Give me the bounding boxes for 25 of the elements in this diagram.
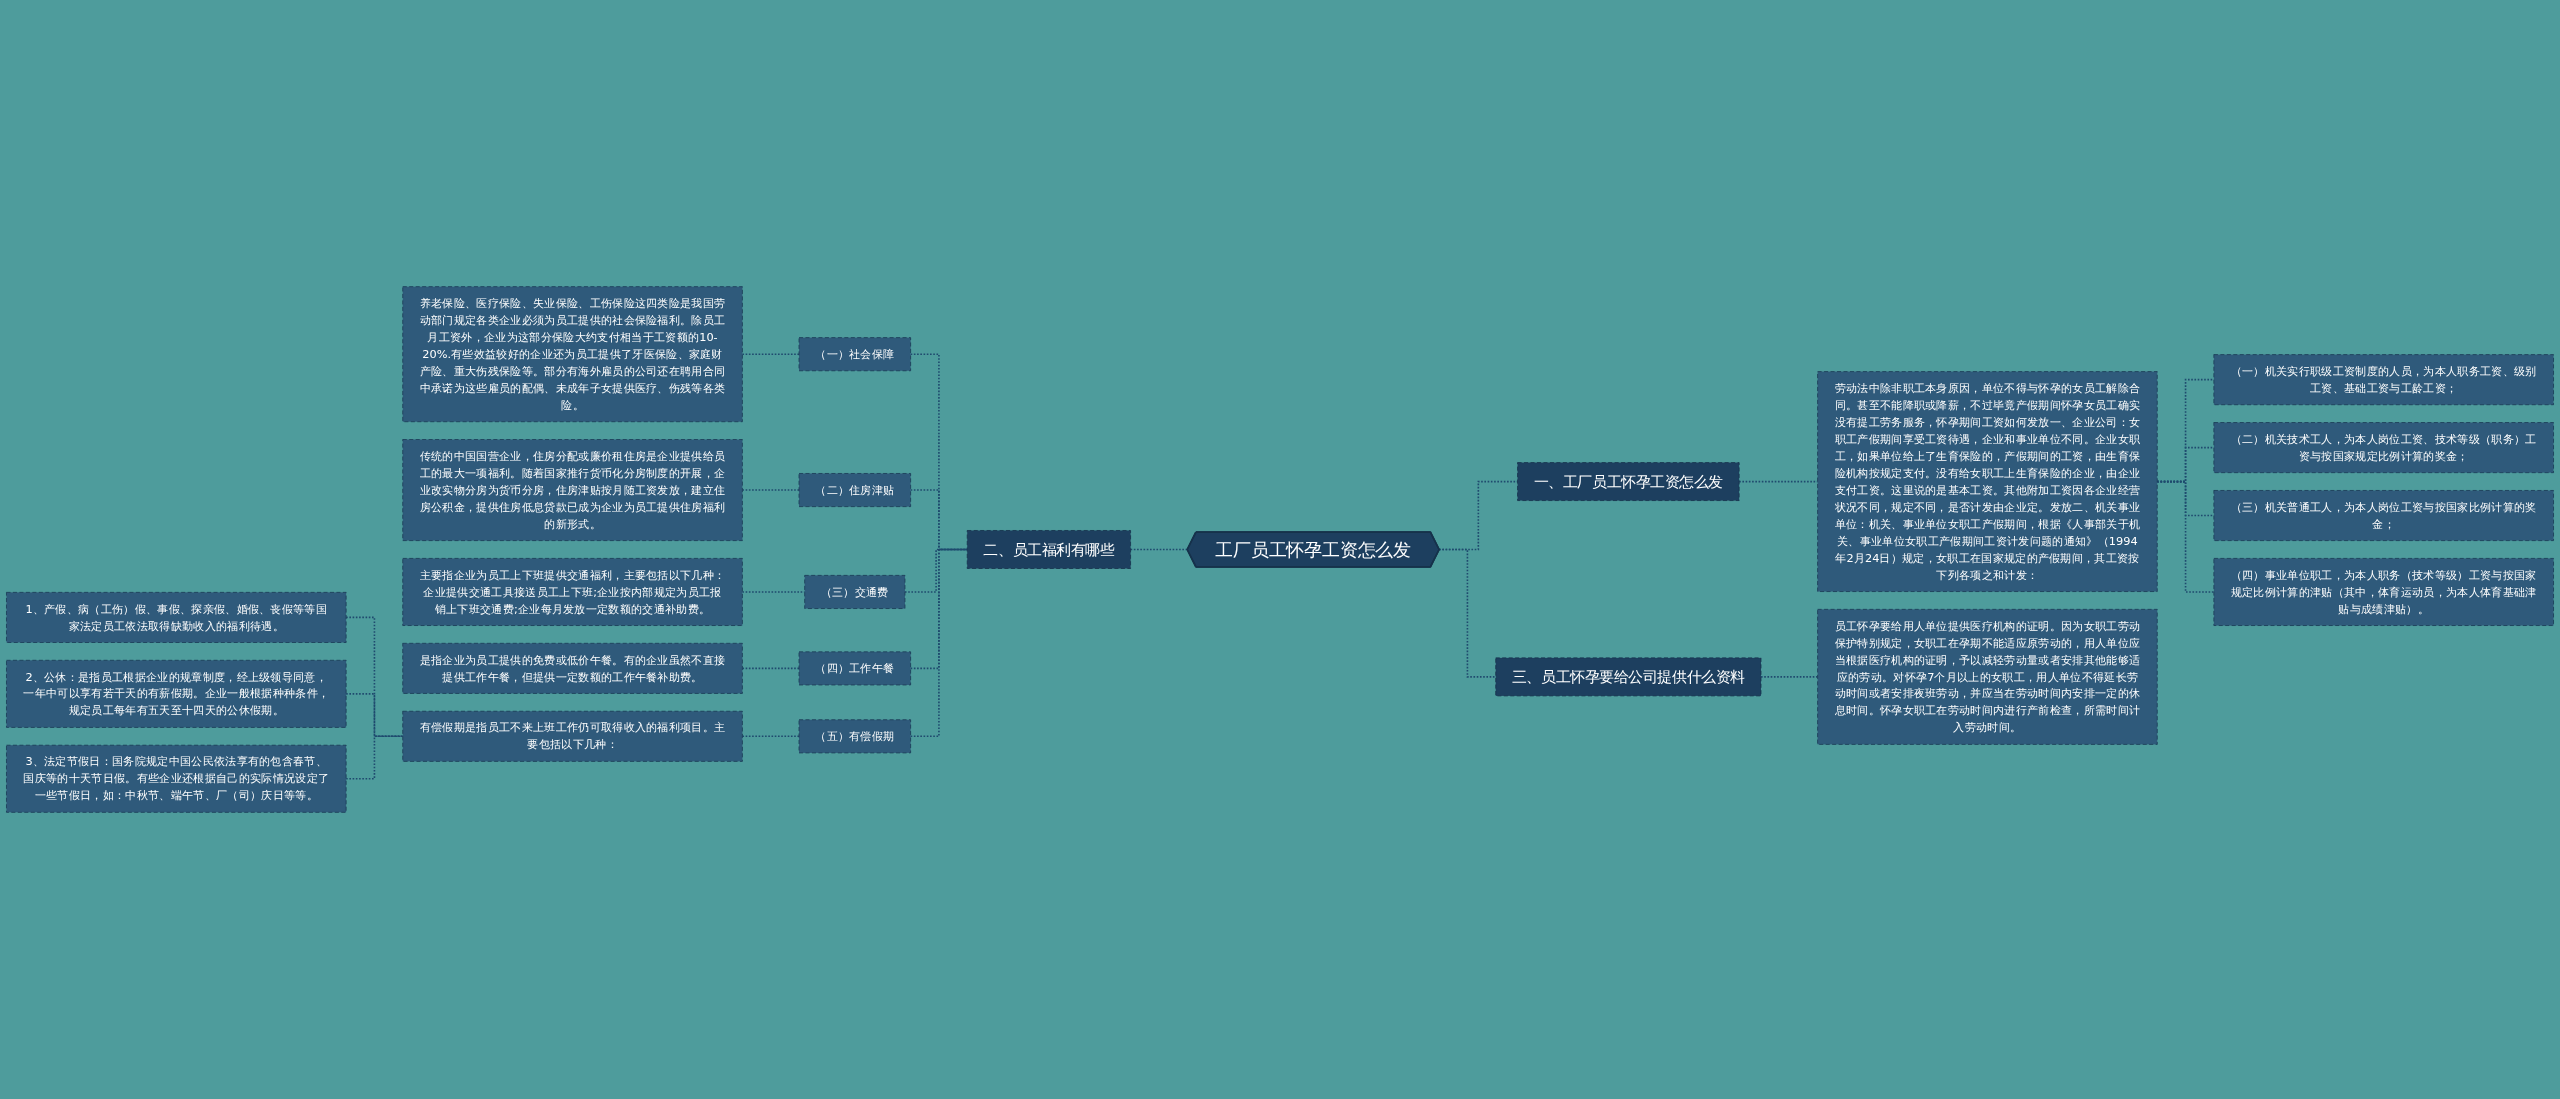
- node-box: 传统的中国国营企业，住房分配或廉价租住房是企业提供给员工的最大一项福利。随着国家推行货币化分房制度的开展，企业改实物分房为货币分房，住房津贴按月随工资发放，建立住房公积金，提供住房低息贷款已成为企业为员工提供住房福利的新形式。: [402, 439, 743, 541]
- node-box: （四）事业单位职工，为本人职务（技术等级）工资与按国家规定比例计算的津贴（其中，体育运动员，为本人体育基础津贴与成绩津贴）。: [2213, 558, 2554, 626]
- node-box: 一、工厂员工怀孕工资怎么发: [1517, 462, 1740, 501]
- node-box: 2、公休：是指员工根据企业的规章制度，经上级领导同意，一年中可以享有若干天的有薪假期。企业一般根据种种条件，规定员工每年有五天至十四天的公休假期。: [6, 659, 347, 728]
- node-box: （一）机关实行职级工资制度的人员，为本人职务工资、级别工资、基础工资与工龄工资；: [2213, 354, 2554, 406]
- node-box: 3、法定节假日：国务院规定中国公民依法享有的包含春节、国庆等的十天节日假。有些企业还根据自己的实际情况设定了一些节假日，如：中秋节、端午节、厂（司）庆日等等。: [6, 744, 347, 813]
- connector: [909, 353, 969, 551]
- node-box: 有偿假期是指员工不来上班工作仍可取得收入的福利项目。主要包括以下几种：: [402, 710, 743, 762]
- node-box: 养老保险、医疗保险、失业保险、工伤保险这四类险是我国劳动部门规定各类企业必须为员工提供的社会保险福利。除员工月工资外，企业为这部分保险大约支付相当于工资额的10-20%.有些效益较好的企业还为员工提供了牙医保险、家庭财产险、重大伤残保险等。部分有海外雇员的公司还在聘用合同中承诺为这些雇员的配偶、未成年子女提供医疗、伤残等各类险。: [402, 286, 743, 423]
- node-box: 二、员工福利有哪些: [966, 530, 1131, 569]
- node-box: （三）交通费: [804, 574, 906, 609]
- node-box: （四）工作午餐: [798, 651, 912, 686]
- node-box: （五）有偿假期: [798, 719, 912, 754]
- node-box: 员工怀孕要给用人单位提供医疗机构的证明。因为女职工劳动保护特别规定，女职工在孕期不能适应原劳动的，用人单位应当根据医疗机构的证明，予以减轻劳动量或者安排其他能够适应的劳动。对怀孕7个月以上的女职工，用人单位不得延长劳动时间或者安排夜班劳动，并应当在劳动时间内安排一定的休息时间。怀孕女职工在劳动时间内进行产前检查，所需时间计入劳动时间。: [1817, 608, 2158, 745]
- connector: [1438, 548, 1497, 678]
- node-box: （二）机关技术工人，为本人岗位工资、技术等级（职务）工资与按国家规定比例计算的奖金；: [2213, 422, 2554, 474]
- node-box: 1、产假、病（工伤）假、事假、探亲假、婚假、丧假等等国家法定员工依法取得缺勤收入的福利待遇。: [6, 591, 347, 643]
- node-box: （三）机关普通工人，为本人岗位工资与按国家比例计算的奖金；: [2213, 490, 2554, 541]
- connector: [909, 489, 969, 551]
- node-box: 主要指企业为员工上下班提供交通福利，主要包括以下几种：企业提供交通工具接送员工上下班;企业按内部规定为员工报销上下班交通费;企业每月发放一定数额的交通补助费。: [402, 558, 743, 626]
- node-box: 是指企业为员工提供的免费或低价午餐。有的企业虽然不直接提供工作午餐，但提供一定数额的工作午餐补助费。: [402, 642, 743, 694]
- node-box: 劳动法中除非职工本身原因，单位不得与怀孕的女员工解除合同。甚至不能降职或降薪，不过毕竟产假期间怀孕女员工确实没有提工劳务服务，怀孕期间工资如何发放一、企业公司：女职工产假期间享受工资待遇，企业和事业单位不同。企业女职工，如果单位给上了生育保险的，产假期间的工资，由生育保险机构按规定支付。没有给女职工上生育保险的企业，由企业支付工资。这里说的是基本工资。其他附加工资因各企业经营状况不同，规定不同，是否计发由企业定。发放二、机关事业单位：机关、事业单位女职工产假期间，根据《人事部关于机关、事业单位女职工产假期间工资计发问题的通知》（1994年2月24日）规定，女职工在国家规定的产假期间，其工资按下列各项之和计发：: [1817, 371, 2158, 592]
- node-box: （一）社会保障: [798, 337, 912, 372]
- node-box: （二）住房津贴: [798, 473, 912, 508]
- node-box: 三、员工怀孕要给公司提供什么资料: [1495, 657, 1762, 697]
